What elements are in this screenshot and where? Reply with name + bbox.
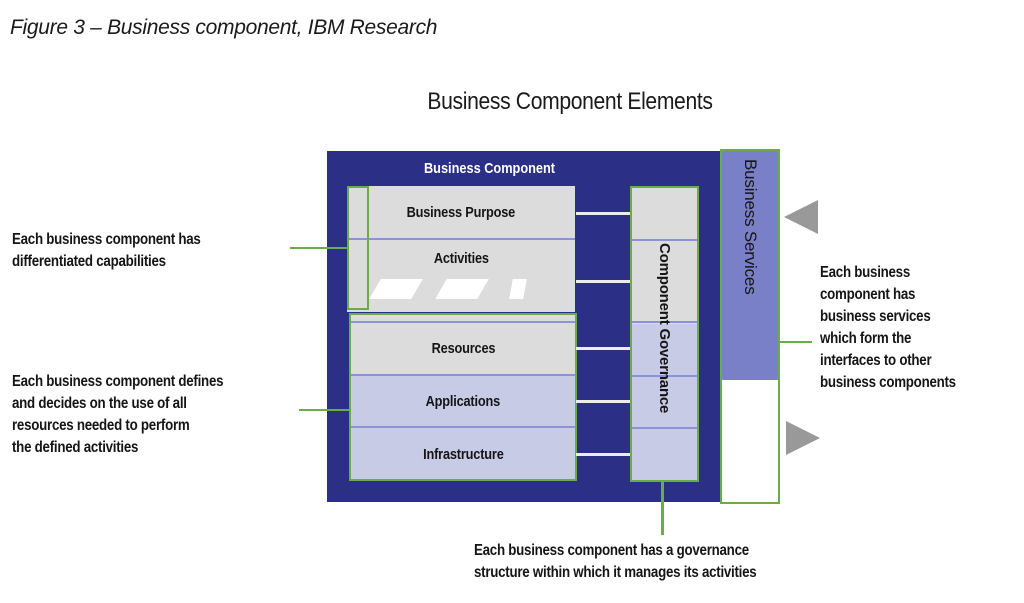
- connector-line: [576, 453, 631, 456]
- connector-line: [576, 212, 631, 215]
- figure-caption: Figure 3 – Business component, IBM Resea…: [10, 16, 438, 39]
- annotation-capabilities: Each business component has differentiat…: [12, 231, 201, 270]
- annotation-governance: Each business component has a governance…: [474, 542, 757, 581]
- row-label: Resources: [431, 340, 495, 357]
- row-label: Activities: [433, 250, 489, 267]
- row-business-purpose: Business Purpose: [347, 186, 575, 240]
- row-activities: Activities: [347, 240, 575, 312]
- resources-group: Resources Applications Infrastructure: [349, 313, 577, 481]
- connector-line: [576, 400, 631, 403]
- row-applications: Applications: [351, 376, 575, 428]
- governance-label: Component Governance: [656, 242, 673, 414]
- annotation-resources: Each business component defines and deci…: [12, 373, 224, 456]
- outbound-arrow-icon: [786, 421, 820, 455]
- business-services-fill: Business Services: [722, 151, 778, 380]
- callout-line-services: [779, 341, 812, 343]
- services-label: Business Services: [741, 159, 760, 295]
- callout-line-resources: [299, 409, 349, 411]
- row-resources: Resources: [351, 323, 575, 376]
- component-governance: Component Governance: [630, 186, 699, 482]
- row-label: Infrastructure: [422, 446, 504, 463]
- connector-line: [576, 347, 631, 350]
- row-infrastructure: Infrastructure: [351, 428, 575, 479]
- callout-line-capabilities: [290, 247, 348, 249]
- capabilities-group: Business Purpose Activities: [347, 186, 575, 312]
- capabilities-bracket: [347, 186, 369, 310]
- row-label: Applications: [425, 392, 501, 410]
- diagram-title: Business Component Elements: [427, 88, 713, 115]
- business-component-label: Business Component: [423, 160, 556, 177]
- callout-line-governance: [661, 481, 664, 535]
- row-label: Business Purpose: [406, 203, 516, 221]
- annotation-services: Each business component has business ser…: [820, 264, 956, 391]
- inbound-arrow-icon: [784, 200, 818, 234]
- connector-line: [576, 280, 631, 283]
